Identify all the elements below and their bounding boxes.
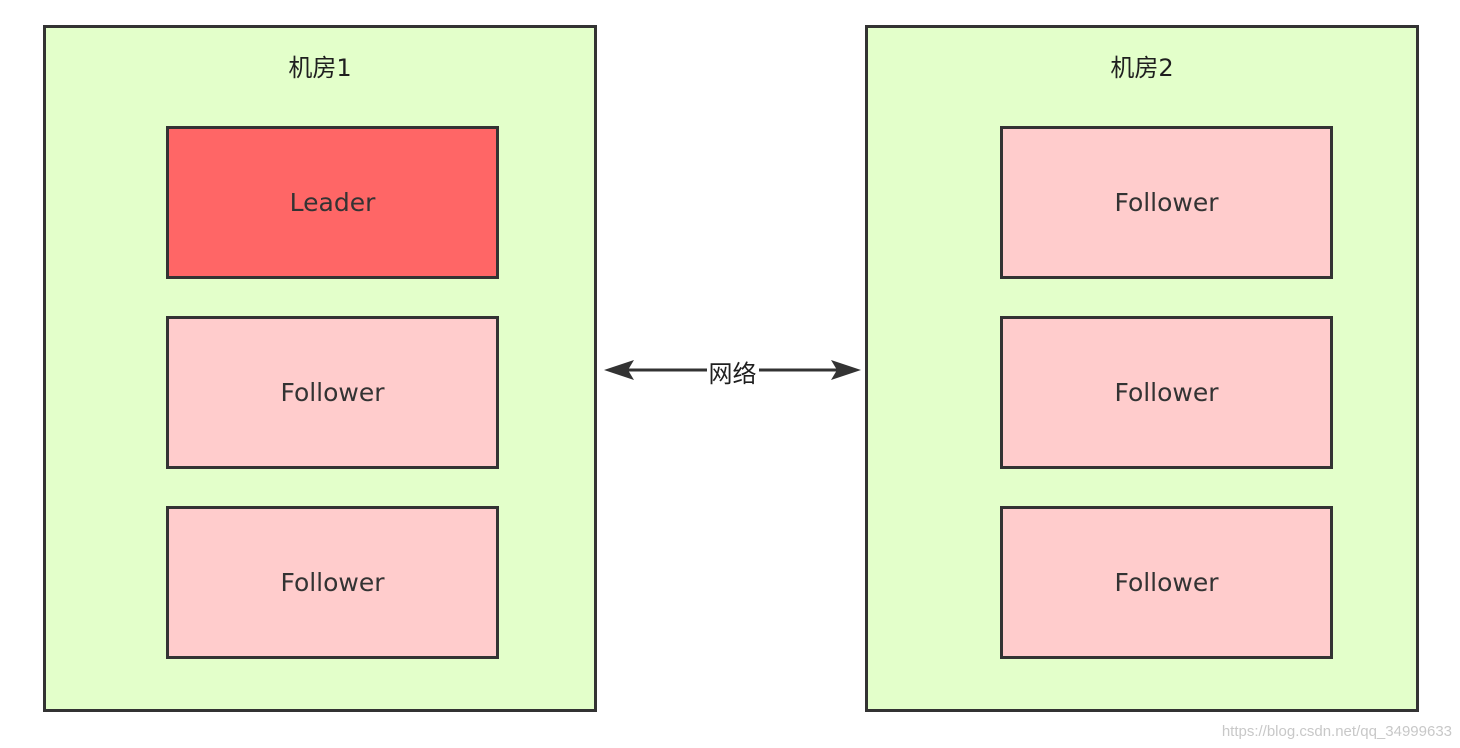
node-label: Follower bbox=[280, 378, 385, 407]
network-link: 网络 bbox=[600, 350, 865, 390]
node-label: Leader bbox=[289, 188, 376, 217]
room-1-leader-node: Leader bbox=[166, 126, 499, 279]
room-1-title: 机房1 bbox=[288, 54, 352, 82]
room-1-follower-node-1: Follower bbox=[166, 316, 499, 469]
room-2-follower-node-1: Follower bbox=[1000, 126, 1333, 279]
node-label: Follower bbox=[1114, 568, 1219, 597]
node-label: Follower bbox=[280, 568, 385, 597]
node-label: Follower bbox=[1114, 188, 1219, 217]
room-1: 机房1 Leader Follower Follower bbox=[43, 25, 597, 712]
double-arrow-icon bbox=[604, 360, 861, 380]
node-label: Follower bbox=[1114, 378, 1219, 407]
room-1-follower-node-2: Follower bbox=[166, 506, 499, 659]
room-2: 机房2 Follower Follower Follower bbox=[865, 25, 1419, 712]
watermark: https://blog.csdn.net/qq_34999633 bbox=[1221, 723, 1452, 740]
room-2-follower-node-2: Follower bbox=[1000, 316, 1333, 469]
room-2-title: 机房2 bbox=[1110, 54, 1174, 82]
room-2-follower-node-3: Follower bbox=[1000, 506, 1333, 659]
